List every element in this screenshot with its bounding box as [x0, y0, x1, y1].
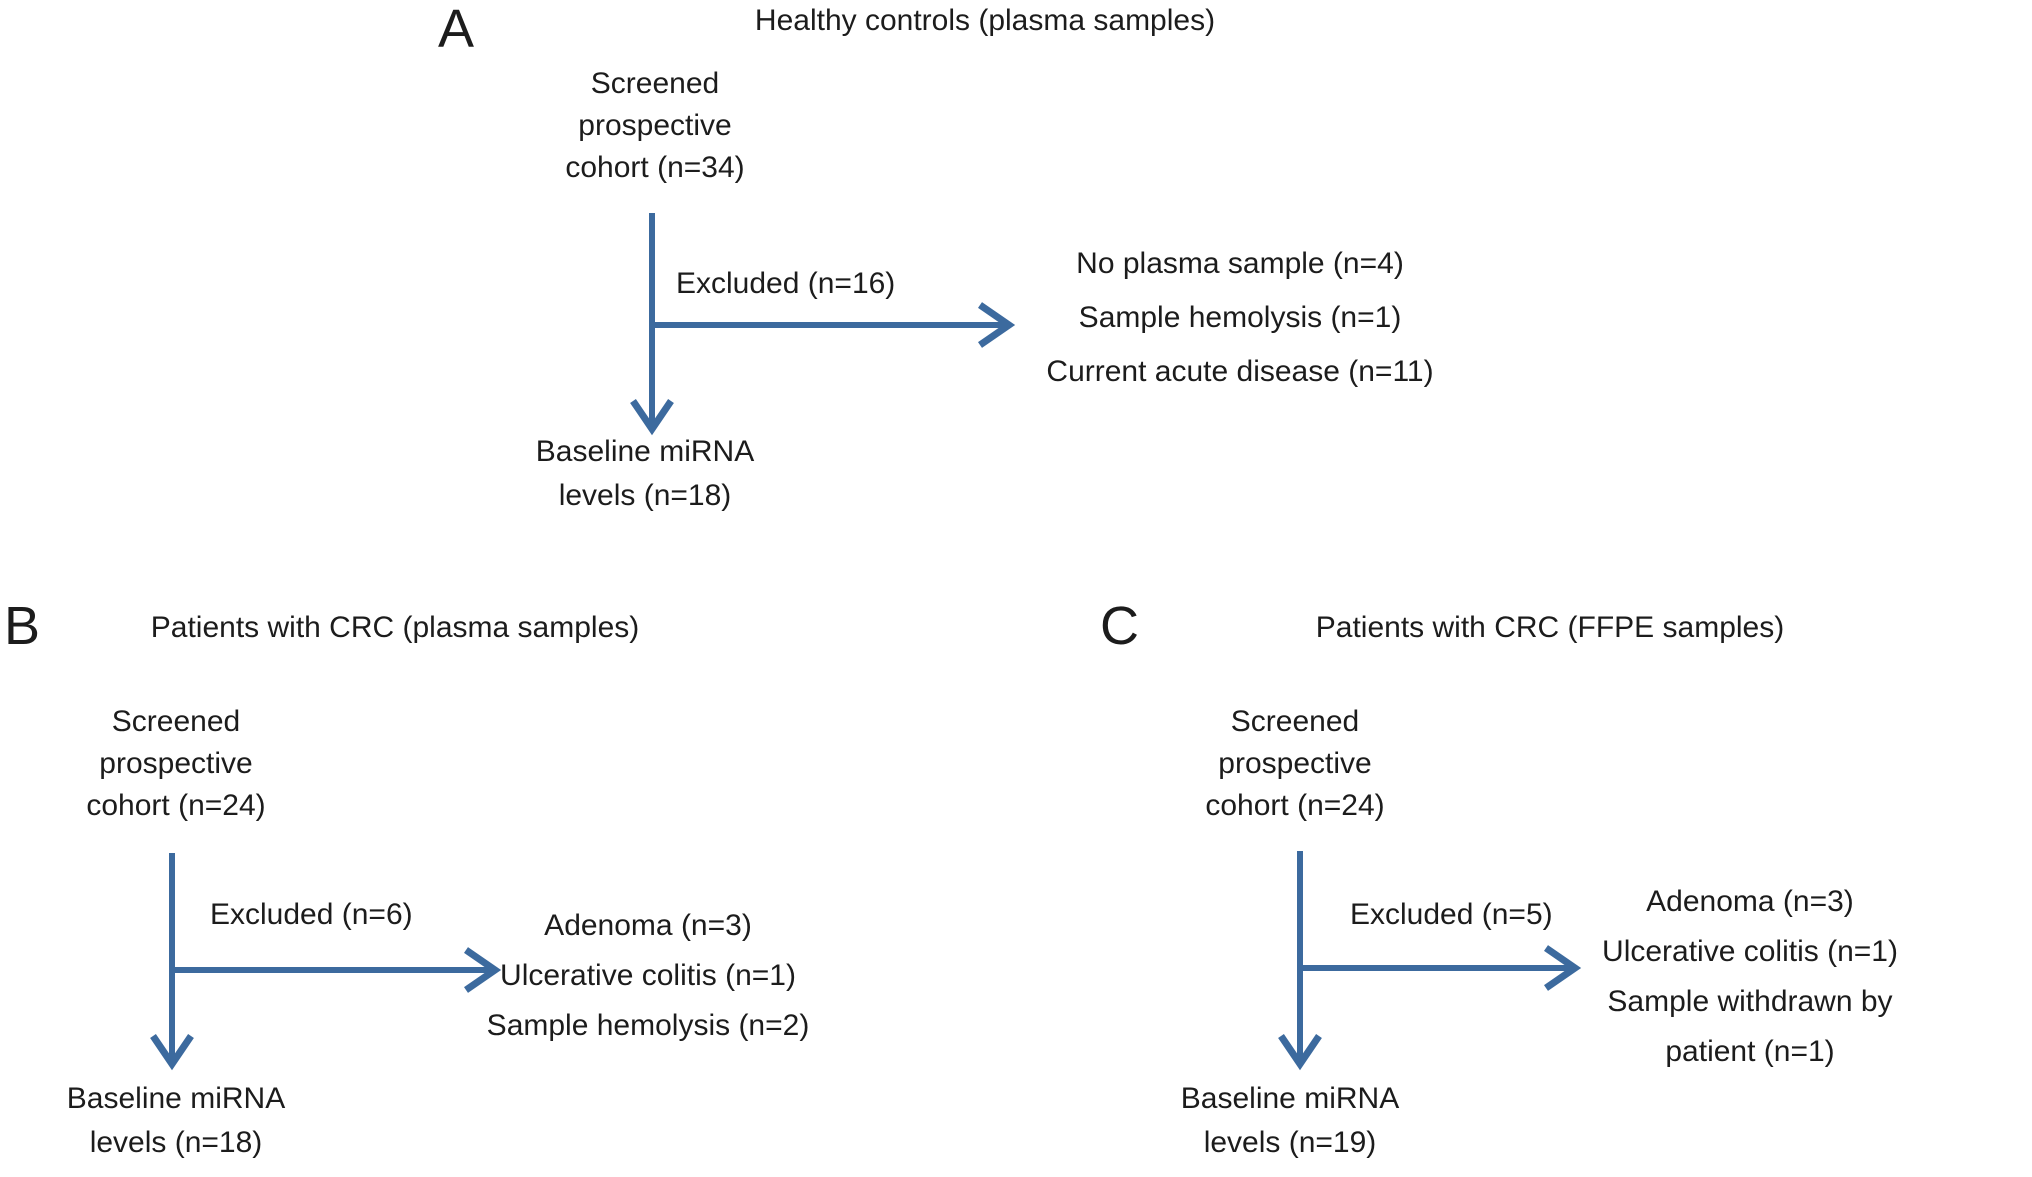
panel-a-exclusion-list: No plasma sample (n=4) Sample hemolysis …	[1046, 237, 1433, 399]
cohort-line-3: cohort (n=34)	[565, 151, 745, 184]
exclusion-reason: Ulcerative colitis (n=1)	[500, 959, 796, 992]
exclusion-reason: Sample hemolysis (n=2)	[486, 1009, 810, 1042]
panel-b-down-arrow	[150, 853, 194, 1071]
cohort-line-2: prospective	[578, 109, 732, 142]
panel-b-cohort-box: Screened prospective cohort (n=24)	[86, 701, 265, 827]
cohort-line-2: prospective	[99, 747, 253, 780]
exclusion-reason: No plasma sample (n=4)	[1076, 247, 1404, 280]
panel-b-excluded-label: Excluded (n=6)	[210, 898, 413, 931]
panel-b-excluded-arrow	[169, 947, 502, 993]
panel-a-down-arrow	[630, 213, 674, 436]
outcome-line-1: Baseline miRNA	[1180, 1082, 1400, 1115]
exclusion-reason: Current acute disease (n=11)	[1046, 355, 1434, 388]
exclusion-reason: Sample hemolysis (n=1)	[1078, 301, 1402, 334]
panel-c-title: Patients with CRC (FFPE samples)	[1315, 611, 1785, 644]
panel-a-outcome-box: Baseline miRNA levels (n=18)	[536, 430, 754, 518]
outcome-line-2: levels (n=18)	[558, 479, 732, 512]
panel-c-outcome-box: Baseline miRNA levels (n=19)	[1181, 1077, 1399, 1165]
panel-a-label: A	[438, 0, 475, 59]
panel-a-excluded-arrow	[649, 302, 1016, 348]
cohort-line-1: Screened	[111, 705, 241, 738]
panel-c-exclusion-list: Adenoma (n=3) Ulcerative colitis (n=1) S…	[1602, 877, 1898, 1077]
cohort-line-3: cohort (n=24)	[1205, 789, 1385, 822]
exclusion-reason: patient (n=1)	[1665, 1035, 1835, 1068]
outcome-line-1: Baseline miRNA	[66, 1082, 286, 1115]
exclusion-reason: Ulcerative colitis (n=1)	[1602, 935, 1898, 968]
panel-b-label: B	[4, 596, 41, 656]
panel-a-excluded-label: Excluded (n=16)	[676, 267, 896, 300]
panel-b-outcome-box: Baseline miRNA levels (n=18)	[67, 1077, 285, 1165]
panel-a-cohort-box: Screened prospective cohort (n=34)	[565, 63, 744, 189]
exclusion-reason: Sample withdrawn by	[1607, 985, 1893, 1018]
cohort-line-1: Screened	[590, 67, 720, 100]
panel-b-title: Patients with CRC (plasma samples)	[150, 611, 640, 644]
panel-b-exclusion-list: Adenoma (n=3) Ulcerative colitis (n=1) S…	[487, 901, 810, 1051]
outcome-line-1: Baseline miRNA	[535, 435, 755, 468]
outcome-line-2: levels (n=18)	[89, 1126, 263, 1159]
cohort-line-1: Screened	[1230, 705, 1360, 738]
cohort-line-3: cohort (n=24)	[86, 789, 266, 822]
panel-c-excluded-label: Excluded (n=5)	[1350, 898, 1553, 931]
panel-a-title: Healthy controls (plasma samples)	[754, 4, 1216, 37]
outcome-line-2: levels (n=19)	[1203, 1126, 1377, 1159]
exclusion-reason: Adenoma (n=3)	[544, 909, 752, 942]
cohort-line-2: prospective	[1218, 747, 1372, 780]
exclusion-reason: Adenoma (n=3)	[1646, 885, 1854, 918]
panel-c-excluded-arrow	[1297, 945, 1582, 991]
panel-c-cohort-box: Screened prospective cohort (n=24)	[1205, 701, 1384, 827]
panel-c-label: C	[1100, 596, 1139, 656]
panel-c-down-arrow	[1278, 851, 1322, 1071]
